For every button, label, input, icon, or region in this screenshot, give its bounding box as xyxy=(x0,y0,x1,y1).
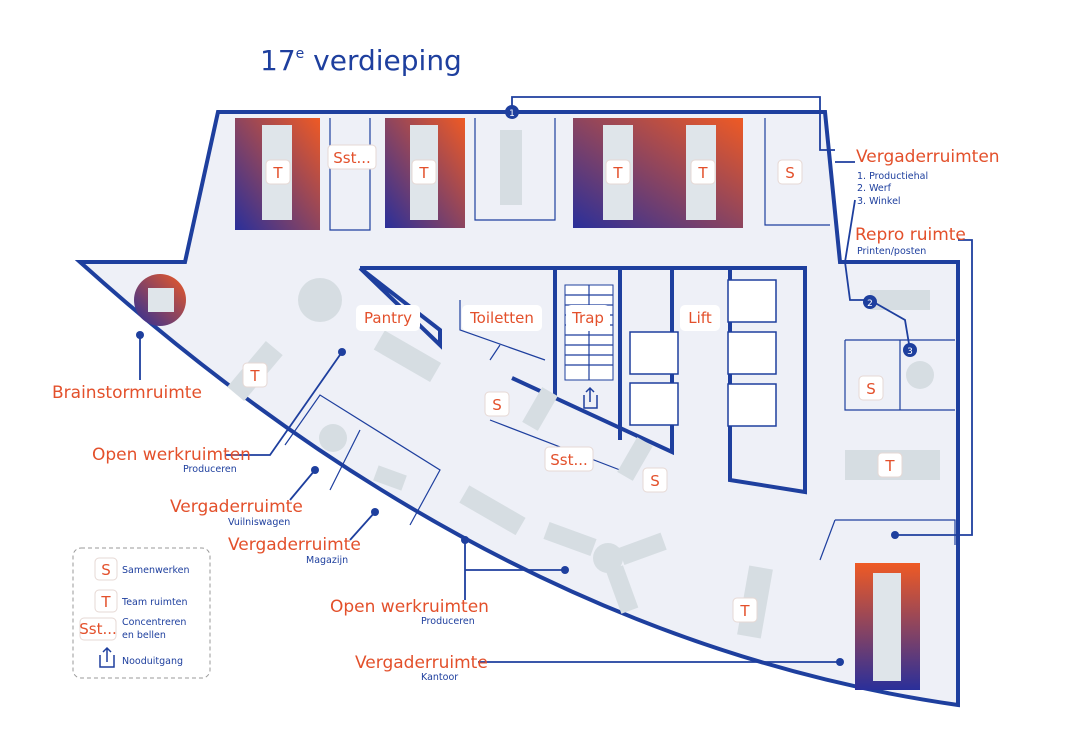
badge-team: T xyxy=(732,597,758,623)
legend-nooduitgang: Nooduitgang xyxy=(122,656,183,667)
badge-team: T xyxy=(242,362,268,388)
svg-text:Lift: Lift xyxy=(688,309,712,327)
meeting-rooms xyxy=(134,118,920,690)
svg-text:Sst...: Sst... xyxy=(79,620,117,638)
svg-text:1: 1 xyxy=(509,109,515,119)
svg-text:S: S xyxy=(650,472,660,490)
svg-text:Produceren: Produceren xyxy=(421,616,475,627)
svg-text:Kantoor: Kantoor xyxy=(421,672,458,683)
svg-text:T: T xyxy=(272,164,283,182)
svg-text:T: T xyxy=(739,602,750,620)
badge-concentreren: Sst... xyxy=(327,144,377,170)
room-label-toilets: Toiletten xyxy=(462,305,542,331)
svg-text:T: T xyxy=(100,593,111,611)
svg-text:T: T xyxy=(418,164,429,182)
legend-exit-icon xyxy=(99,646,115,668)
badge-team: T xyxy=(605,159,631,185)
svg-text:3. Winkel: 3. Winkel xyxy=(857,196,901,207)
svg-text:T: T xyxy=(884,457,895,475)
emergency-exit-icon xyxy=(583,386,598,409)
svg-text:Vergaderruimten: Vergaderruimten xyxy=(856,147,1000,167)
svg-text:2: 2 xyxy=(867,299,873,309)
svg-text:1. Productiehal: 1. Productiehal xyxy=(857,171,928,182)
svg-text:Produceren: Produceren xyxy=(183,464,237,475)
callout-open-werkruimten-1: Open werkruimten Produceren xyxy=(92,445,251,475)
badge-team: T xyxy=(877,452,903,478)
legend-samenwerken: Samenwerken xyxy=(122,565,190,576)
stairs-graphic xyxy=(564,284,614,381)
badge-team: T xyxy=(690,159,716,185)
callout-vergaderruimte-vuilniswagen: Vergaderruimte Vuilniswagen xyxy=(170,497,303,528)
svg-text:Magazijn: Magazijn xyxy=(306,555,348,566)
furniture xyxy=(227,130,940,639)
badge-samenwerken: S xyxy=(858,375,884,401)
svg-text:2. Werf: 2. Werf xyxy=(857,183,892,194)
room-label-lift: Lift xyxy=(680,305,720,331)
svg-text:S: S xyxy=(785,164,795,182)
legend-badge-team: T xyxy=(94,589,118,613)
room-marker-2: 2 xyxy=(863,295,877,309)
callout-vergaderruimte-magazijn: Vergaderruimte Magazijn xyxy=(228,535,361,566)
svg-text:Pantry: Pantry xyxy=(364,309,412,327)
callout-vergaderruimte-kantoor: Vergaderruimte Kantoor xyxy=(355,653,488,683)
building-floor xyxy=(80,112,958,705)
svg-text:S: S xyxy=(492,396,502,414)
svg-text:Vergaderruimte: Vergaderruimte xyxy=(228,535,361,555)
leader-dots xyxy=(136,331,899,666)
room-label-stairs: Trap xyxy=(566,305,610,331)
badge-team: T xyxy=(265,159,291,185)
svg-text:Brainstormruimte: Brainstormruimte xyxy=(52,383,202,403)
callout-open-werkruimten-2: Open werkruimten Produceren xyxy=(330,597,489,627)
svg-text:T: T xyxy=(697,164,708,182)
building-outline xyxy=(74,110,960,708)
badges: T T T T T T T S S S S Sst... Sst... xyxy=(242,144,903,623)
inner-walls xyxy=(284,118,956,561)
svg-text:S: S xyxy=(866,380,876,398)
svg-text:Printen/posten: Printen/posten xyxy=(857,246,926,257)
callout-leaders xyxy=(139,96,973,663)
svg-text:T: T xyxy=(612,164,623,182)
svg-text:Vuilniswagen: Vuilniswagen xyxy=(228,517,290,528)
svg-text:Repro ruimte: Repro ruimte xyxy=(855,225,966,245)
callout-repro: Repro ruimte Printen/posten xyxy=(855,225,966,257)
lift-shafts xyxy=(629,279,777,427)
badge-samenwerken: S xyxy=(777,159,803,185)
svg-text:T: T xyxy=(249,367,260,385)
page-title: 17e verdieping xyxy=(260,44,462,77)
room-label-pantry: Pantry xyxy=(356,305,420,331)
badge-team: T xyxy=(411,159,437,185)
svg-text:Sst...: Sst... xyxy=(333,149,371,167)
svg-text:Toiletten: Toiletten xyxy=(469,309,534,327)
badge-samenwerken: S xyxy=(642,467,668,493)
svg-text:Vergaderruimte: Vergaderruimte xyxy=(170,497,303,517)
legend-badge-samenwerken: S xyxy=(94,557,118,581)
badge-samenwerken: S xyxy=(484,391,510,417)
svg-text:3: 3 xyxy=(907,347,913,357)
callout-vergaderruimten: Vergaderruimten 1. Productiehal 2. Werf … xyxy=(856,147,1000,207)
svg-text:Open werkruimten: Open werkruimten xyxy=(92,445,251,465)
room-marker-1: 1 xyxy=(505,105,519,119)
legend: S Samenwerken T Team ruimten Sst... Conc… xyxy=(72,547,211,679)
svg-text:Sst...: Sst... xyxy=(550,451,588,469)
badge-concentreren: Sst... xyxy=(544,446,594,472)
room-marker-3: 3 xyxy=(903,343,917,357)
legend-badge-concentreren: Sst... xyxy=(79,617,117,641)
legend-concentreren: Concentreren xyxy=(122,617,186,628)
svg-text:S: S xyxy=(101,561,111,579)
legend-team: Team ruimten xyxy=(121,597,188,608)
legend-concentreren-2: en bellen xyxy=(122,630,166,641)
svg-text:Vergaderruimte: Vergaderruimte xyxy=(355,653,488,673)
svg-text:Trap: Trap xyxy=(571,309,604,327)
callout-brainstorm: Brainstormruimte xyxy=(52,383,202,403)
svg-text:Open werkruimten: Open werkruimten xyxy=(330,597,489,617)
core-wall xyxy=(358,266,807,495)
